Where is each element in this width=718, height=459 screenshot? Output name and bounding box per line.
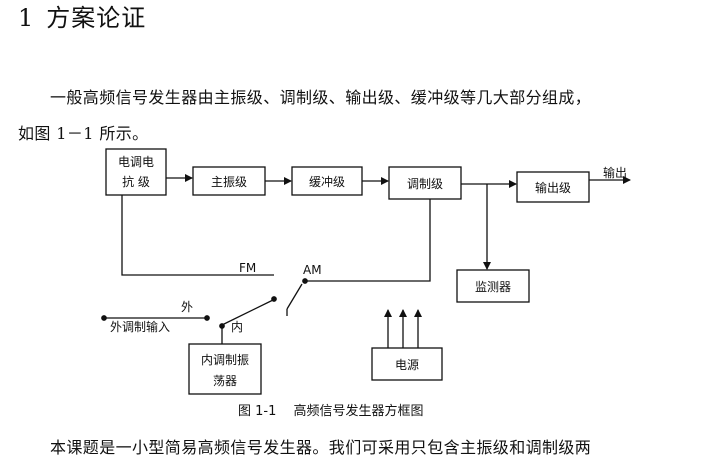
power-supply-box	[371, 347, 443, 381]
external-input-terminal	[101, 315, 107, 321]
output-arrow-label: 输出	[603, 165, 627, 180]
section-heading: 1 方案论证	[18, 0, 146, 33]
buffer-stage-label: 缓冲级	[309, 174, 345, 189]
paragraph-2: 本课题是一小型简易高频信号发生器。我们可采用只包含主振级和调制级两	[50, 438, 592, 457]
reactance-label-2: 抗 级	[122, 174, 150, 189]
monitor-label: 监测器	[475, 280, 511, 294]
am-label: AM	[303, 263, 322, 277]
switch-blade-am	[286, 283, 303, 310]
reactance-label-1: 电调电	[118, 155, 154, 169]
power-supply-label: 电源	[395, 358, 419, 372]
figure-caption: 图 1-1 高频信号发生器方框图	[238, 404, 424, 419]
switch-terminal-am	[302, 278, 308, 284]
switch-blade-mod	[221, 299, 274, 326]
internal-label: 内	[231, 320, 243, 334]
monitor-box	[456, 269, 530, 303]
paragraph-1-line-1: 一般高频信号发生器由主振级、调制级、输出级、缓冲级等几大部分组成，	[50, 88, 592, 107]
paragraph-1-line-2: 如图 1－1 所示。	[18, 124, 149, 143]
internal-oscillator-label-1: 内调制振	[201, 353, 249, 367]
external-input-label: 外调制输入	[110, 319, 170, 334]
section-number: 1	[18, 4, 35, 32]
modulator-stage-box	[388, 166, 462, 200]
internal-oscillator-box	[188, 343, 262, 395]
section-title: 方案论证	[46, 4, 147, 32]
main-oscillator-label: 主振级	[211, 175, 247, 189]
am-line	[305, 199, 431, 282]
fm-label: FM	[239, 261, 256, 275]
internal-oscillator-label-2: 荡器	[213, 374, 237, 388]
reactance-stage-box	[105, 148, 167, 196]
switch-terminal-external	[204, 315, 210, 321]
modulator-stage-label: 调制级	[407, 177, 443, 191]
external-label: 外	[181, 300, 193, 314]
fm-line	[121, 195, 274, 276]
output-stage-box	[516, 171, 590, 203]
output-stage-label: 输出级	[535, 180, 571, 195]
